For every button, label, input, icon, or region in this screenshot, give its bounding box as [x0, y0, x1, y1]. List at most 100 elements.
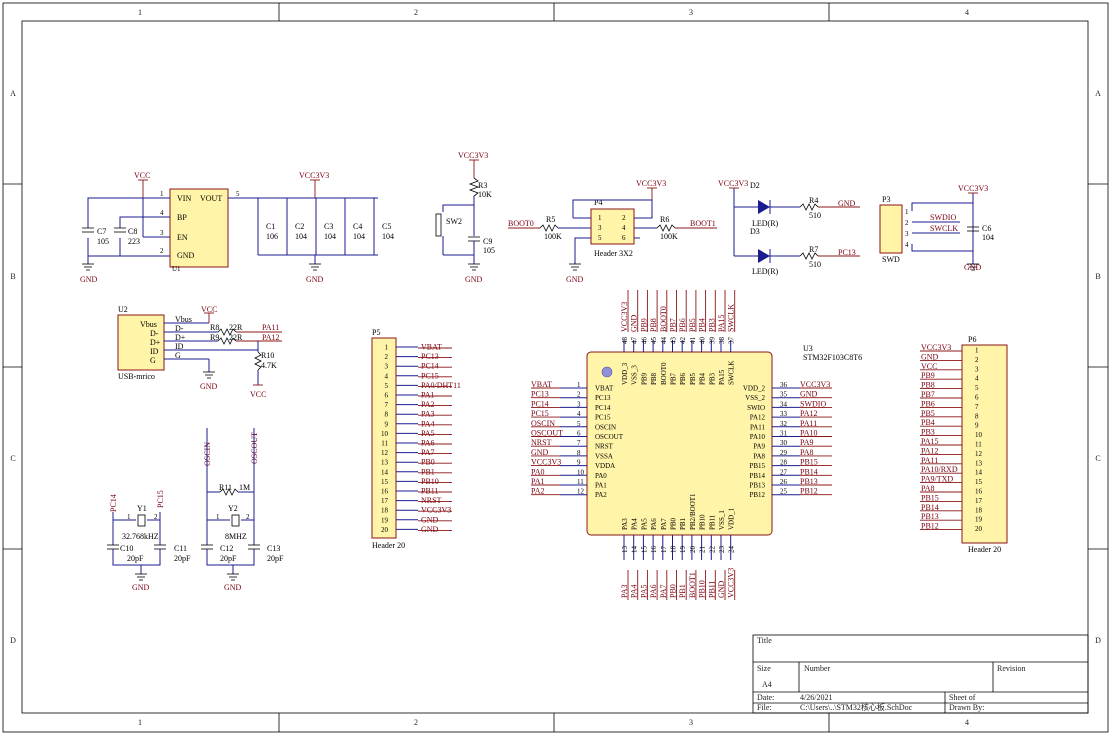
p5-net-label: VBAT [421, 343, 442, 352]
frame-col-1-top: 1 [138, 8, 142, 17]
r9-value: 22R [229, 333, 243, 342]
mcu-bottom-pin-name: PB2/BOOT1 [689, 493, 697, 530]
mcu-left-pin-name: OSCIN [595, 423, 616, 431]
frame-row-c-right: C [1095, 454, 1100, 463]
boot-header-p4 [590, 208, 635, 245]
crystal-circuits: PC14 PC15 Y1 1 2 32.768kHZ C10 20pF C11 … [107, 428, 284, 592]
p6-pin-number: 13 [975, 459, 983, 467]
p5-net-label: PC13 [421, 352, 439, 361]
r9-ref: R9 [210, 333, 219, 342]
mcu-top-pin-number: 45 [650, 337, 658, 345]
p6-pin-number: 15 [975, 478, 983, 486]
mcu-bottom-pin-name: PB0 [670, 517, 678, 530]
reg-pin-vout: VOUT [200, 194, 222, 203]
r4-value: 510 [809, 211, 821, 220]
c1-value: 106 [266, 232, 278, 241]
reset-vcc3v3: VCC3V3 [458, 151, 488, 160]
mcu-right-pin-number: 28 [780, 459, 788, 467]
c8-ref: C8 [128, 227, 137, 236]
p6-pin-number: 1 [975, 347, 979, 355]
p6-pin-number: 4 [975, 375, 979, 383]
title-block: Title Size A4 Number Revision Date: 4/26… [752, 634, 1089, 714]
y1-pin2: 2 [154, 513, 158, 521]
p5-pin-number: 1 [385, 344, 389, 352]
mcu-right-pin-name: PB12 [749, 491, 765, 499]
mcu-bottom-net: PA4 [630, 585, 639, 599]
regulator-gnd1: GND [80, 275, 98, 284]
p5-net-label: VCC3V3 [421, 506, 451, 515]
p5-pin-number: 10 [381, 430, 389, 438]
mcu-right-net: PA9 [800, 438, 814, 447]
mcu-top-pin-number: 37 [728, 337, 736, 345]
d3-type: LED(R) [752, 267, 779, 276]
r6-value: 100K [660, 232, 678, 241]
header-p6: P6 Header 20 1VCC3V32GND3VCC4PB95PB86PB7… [920, 335, 1008, 554]
frame-row-d-right: D [1095, 636, 1101, 645]
mcu-left-pin-number: 8 [577, 449, 581, 457]
mcu-left-net: PC13 [531, 390, 549, 399]
mcu-right-pin-name: PA10 [750, 433, 766, 441]
p3-pin-4: 4 [905, 241, 909, 249]
mcu-top-net: PB5 [688, 318, 697, 332]
r7-value: 510 [809, 260, 821, 269]
usb-pin-dm: D- [150, 329, 159, 338]
mcu-left-pin-name: PA1 [595, 482, 607, 490]
mcu-left-pin-name: OSCOUT [595, 433, 624, 441]
mcu-left-pin-number: 3 [577, 400, 581, 408]
mcu-right-net: SWDIO [800, 399, 826, 408]
mcu-bottom-pin-name: PA6 [650, 518, 658, 530]
frame-row-b-left: B [10, 272, 15, 281]
mcu-top-pin-number: 44 [660, 337, 668, 345]
mcu-left-pin-number: 5 [577, 420, 581, 428]
mcu-bottom-pin-number: 17 [660, 546, 668, 554]
p6-body [961, 344, 1008, 544]
p5-net-label: PA6 [421, 439, 435, 448]
mcu-top-net: PB8 [649, 318, 658, 332]
frame-row-a-left: A [10, 89, 16, 98]
frame-col-3-bottom: 3 [689, 718, 693, 727]
mcu-right-pin-number: 30 [780, 439, 788, 447]
mcu-top-net: BOOT0 [659, 306, 668, 332]
p5-pin-number: 5 [385, 382, 389, 390]
mcu-right-pin-number: 25 [780, 488, 788, 496]
mcu-bottom-net: GND [717, 580, 726, 598]
p5-pin-number: 2 [385, 353, 389, 361]
p6-net-label: PB9 [921, 371, 935, 380]
mcu-top-pin-name: PB4 [699, 372, 707, 385]
reset-gnd: GND [465, 275, 483, 284]
mcu-right-net: PA12 [800, 409, 818, 418]
p4-pin-2: 2 [622, 214, 626, 222]
r11-value: 1M [239, 483, 250, 492]
mcu-right-net: GND [800, 390, 818, 399]
mcu-left-net: PC15 [531, 409, 549, 418]
p5-pin-number: 13 [381, 459, 389, 467]
p6-net-label: PB4 [921, 418, 935, 427]
regulator-chip [169, 188, 229, 268]
mcu-right-pin-number: 32 [780, 420, 788, 428]
usb-connector [117, 314, 165, 371]
mcu-top-net: GND [630, 314, 639, 332]
p6-pin-number: 3 [975, 365, 979, 373]
mcu-bottom-pin-name: PB10 [699, 514, 707, 530]
mcu-top-pin-name: PB6 [679, 372, 687, 385]
c3-ref: C3 [324, 222, 333, 231]
r5-ref: R5 [546, 215, 555, 224]
mcu-left-pin-number: 1 [577, 381, 581, 389]
mcu-right-pin-number: 33 [780, 410, 788, 418]
c2-ref: C2 [295, 222, 304, 231]
sw2-ref: SW2 [446, 217, 462, 226]
mcu-left-pin-number: 7 [577, 439, 581, 447]
p5-net-label: GND [421, 525, 439, 534]
mcu-right-pin-number: 29 [780, 449, 788, 457]
mcu-bottom-pin-name: PA5 [640, 518, 648, 530]
mcu-top-pin-name: PB5 [689, 372, 697, 385]
mcu-left-pin-number: 6 [577, 430, 581, 438]
mcu-bottom-pin-number: 13 [621, 546, 629, 554]
drawn-by-label: Drawn By: [949, 703, 984, 712]
c8-value: 223 [128, 237, 140, 246]
mcu-left-pin-number: 10 [577, 468, 585, 476]
p6-net-label: PA11 [921, 456, 938, 465]
c10-ref: C10 [120, 544, 133, 553]
